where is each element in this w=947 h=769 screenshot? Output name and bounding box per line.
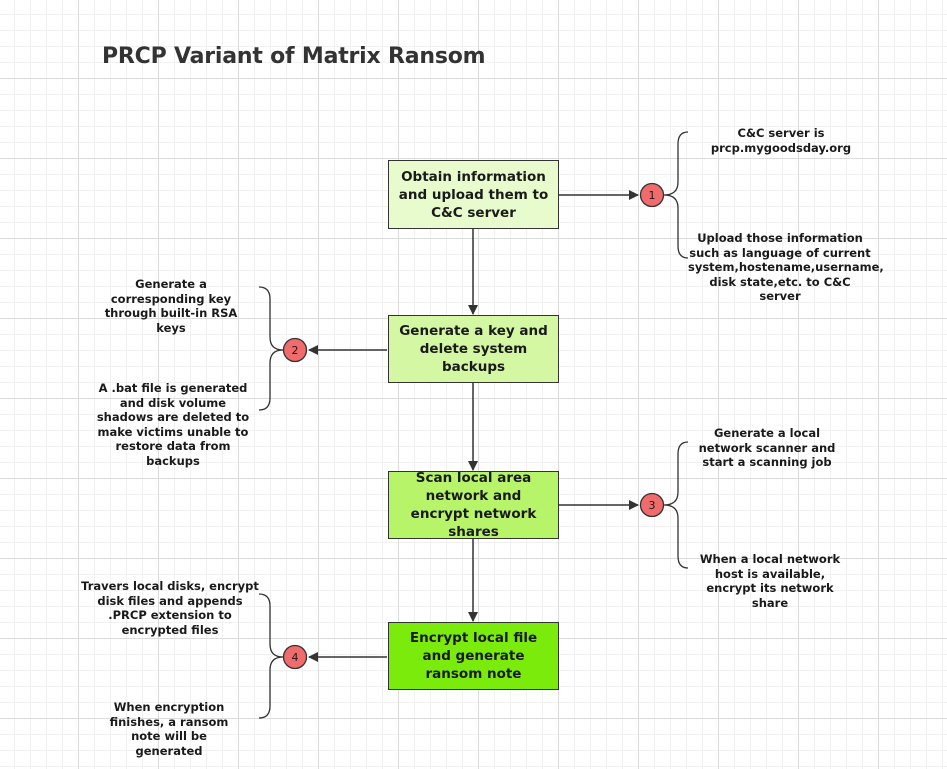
svg-text:2: 2 [292,344,299,357]
step-3-note-top: Generate a local network scanner and sta… [698,426,836,469]
step-label-3: Scan local area network and encrypt netw… [410,470,537,540]
brace-2 [258,286,284,411]
step-box-3: Scan local area network and encrypt netw… [388,470,559,540]
step-2-note-bottom: A .bat file is generated and disk volume… [96,381,250,468]
brace-1 [663,131,689,259]
step-3-note-bottom: When a local network host is available, … [699,552,841,610]
brace-3 [663,441,689,569]
step-badge-1: 1 [639,182,665,208]
step-badge-3: 3 [639,492,665,518]
step-1-note-top: C&C server is prcp.mygoodsday.org [710,126,852,155]
step-label-2: Generate a key and delete system backups [399,323,548,375]
step-label-1: Obtain information and upload them to C&… [398,168,549,221]
svg-text:1: 1 [649,189,656,202]
step-box-2: Generate a key and delete system backups [388,315,559,383]
step-label-4: Encrypt local file and generate ransom n… [409,630,538,682]
step-1-note-bottom: Upload those information such as languag… [688,231,884,303]
step-4-note-top: Travers local disks, encrypt disk files … [81,579,259,637]
step-box-1: Obtain information and upload them to C&… [388,160,559,229]
step-badge-2: 2 [282,337,308,363]
step-badge-4: 4 [282,644,308,670]
svg-text:3: 3 [649,499,656,512]
step-4-note-bottom: When encryption finishes, a ransom note … [109,700,229,758]
brace-4 [258,593,284,719]
step-box-4: Encrypt local file and generate ransom n… [388,622,559,690]
diagram-title: PRCP Variant of Matrix Ransom [102,44,486,69]
svg-text:4: 4 [292,651,299,664]
step-2-note-top: Generate a corresponding key through bui… [104,277,238,335]
